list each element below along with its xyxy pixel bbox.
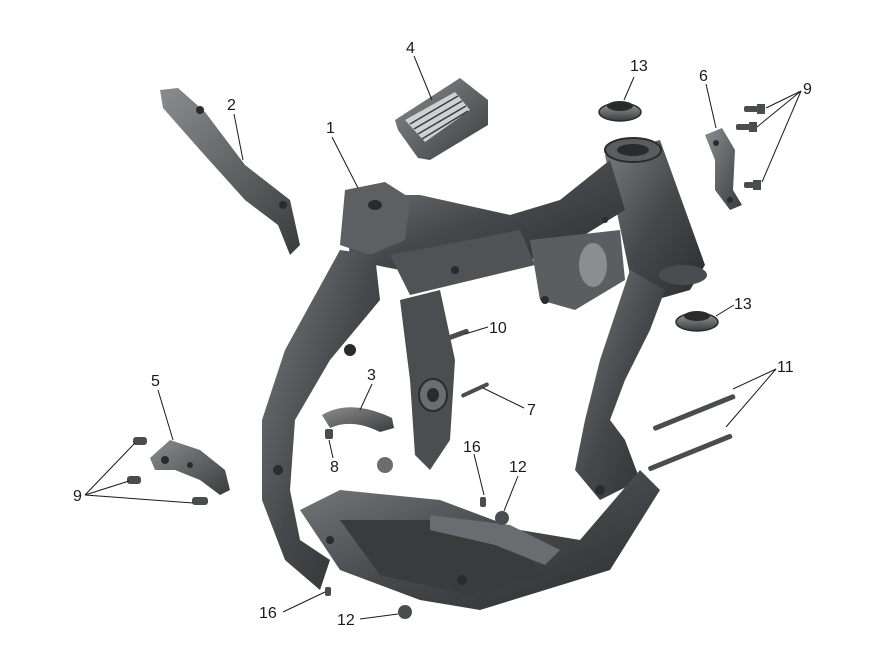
callout-13-upper: 13 [630,58,648,75]
callout-12-lower: 12 [337,612,355,629]
down-tube [575,270,665,500]
part-2-bracket [160,88,300,255]
callout-9-lower: 9 [73,488,82,505]
part-13-seal-upper [598,101,642,122]
part-12-nut-upper [495,511,509,525]
callout-4: 4 [406,40,415,57]
part-10-bolt [447,328,469,341]
part-9-bolts-lower [127,437,208,505]
part-6-bracket [705,128,742,210]
callout-13-lower: 13 [734,296,752,313]
callout-labels: 1 2 3 4 5 6 7 8 9 9 10 11 12 12 13 13 16… [73,40,812,629]
part-7-bolt [461,382,489,398]
callout-12-upper: 12 [509,459,527,476]
part-12-nut-lower [398,605,412,619]
callout-8: 8 [330,459,339,476]
callout-3: 3 [367,367,376,384]
part-9-bolts-upper [736,104,765,190]
part-16-bolt-lower [325,587,331,596]
leader-lines [84,55,802,620]
callout-6: 6 [699,68,708,85]
callout-16-upper: 16 [463,439,481,456]
main-frame [262,137,707,610]
part-3-guard [322,407,394,432]
callout-2: 2 [227,97,236,114]
callout-7: 7 [527,402,536,419]
part-13-seal-lower [675,311,719,332]
part-11-bolts [648,394,736,472]
steering-head [605,140,705,300]
callout-11: 11 [777,359,794,376]
part-16-bolt-upper [480,497,486,507]
callout-16-lower: 16 [259,605,277,622]
part-8-bolt [325,429,333,439]
callout-10: 10 [489,320,507,337]
callout-9-upper: 9 [803,81,812,98]
part-4-guard [395,78,488,160]
callout-1: 1 [326,120,335,137]
left-main-rail [262,250,380,590]
callout-5: 5 [151,373,160,390]
